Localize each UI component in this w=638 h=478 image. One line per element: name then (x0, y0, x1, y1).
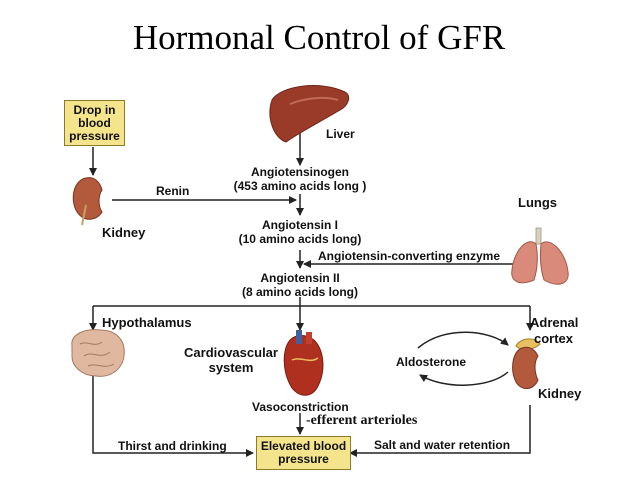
ace-label: Angiotensin-converting enzyme (318, 249, 501, 263)
angiotensinogen-detail: (453 amino acids long ) (233, 179, 367, 193)
drop-box-line1: Drop in (73, 102, 116, 117)
drop-box-line3: pressure (69, 128, 120, 143)
adrenal-line1: Adrenal (530, 315, 579, 330)
kidney-right-label: Kidney (538, 386, 582, 401)
efferent-arterioles-label: -efferent arterioles (306, 413, 418, 428)
angiotensin2-detail: (8 amino acids long) (241, 285, 358, 299)
adrenal-cortex-label: Adrenal cortex (530, 315, 578, 347)
elevated-box-line1: Elevated blood (260, 439, 347, 453)
vasoconstriction-label: Vasoconstriction (252, 400, 349, 414)
page-title: Hormonal Control of GFR (132, 18, 506, 57)
hypothalamus-label: Hypothalamus (102, 315, 192, 330)
angiotensinogen-name: Angiotensinogen (251, 165, 349, 179)
kidney-right-image (512, 338, 541, 389)
angiotensin1-detail: (10 amino acids long) (238, 232, 362, 246)
cardiovascular-label: Cardiovascular system (176, 345, 286, 375)
heart-image (283, 330, 324, 396)
lungs-image (511, 227, 569, 285)
aldosterone-label: Aldosterone (396, 355, 467, 369)
lungs-label: Lungs (518, 195, 557, 210)
drop-in-blood-pressure-box: Drop in blood pressure (64, 100, 125, 146)
drop-box-line2: blood (78, 115, 111, 130)
salt-water-label: Salt and water retention (374, 438, 511, 452)
arrow-salt (349, 405, 531, 457)
angiotensin1-label: Angiotensin I (10 amino acids long) (200, 218, 400, 246)
renin-label: Renin (156, 184, 190, 198)
elevated-box-line2: pressure (278, 452, 329, 466)
elevated-blood-pressure-box: Elevated blood pressure (256, 436, 351, 470)
cardio-line1: Cardiovascular (184, 345, 278, 360)
brain-image (71, 329, 125, 377)
angiotensinogen-label: Angiotensinogen (453 amino acids long ) (200, 165, 400, 193)
aldosterone-loop-bottom (419, 371, 509, 386)
kidney-left-label: Kidney (102, 225, 146, 240)
angiotensin2-label: Angiotensin II (8 amino acids long) (200, 271, 400, 299)
kidney-left-image (72, 177, 103, 226)
thirst-label: Thirst and drinking (118, 439, 227, 453)
liver-image (269, 85, 350, 143)
adrenal-line2: cortex (534, 331, 574, 346)
arrow-thirst (92, 375, 254, 457)
cardio-line2: system (208, 360, 254, 375)
liver-label: Liver (326, 127, 355, 141)
angiotensin1-name: Angiotensin I (262, 218, 338, 232)
angiotensin2-name: Angiotensin II (260, 271, 340, 285)
aldosterone-loop-top (417, 331, 509, 349)
